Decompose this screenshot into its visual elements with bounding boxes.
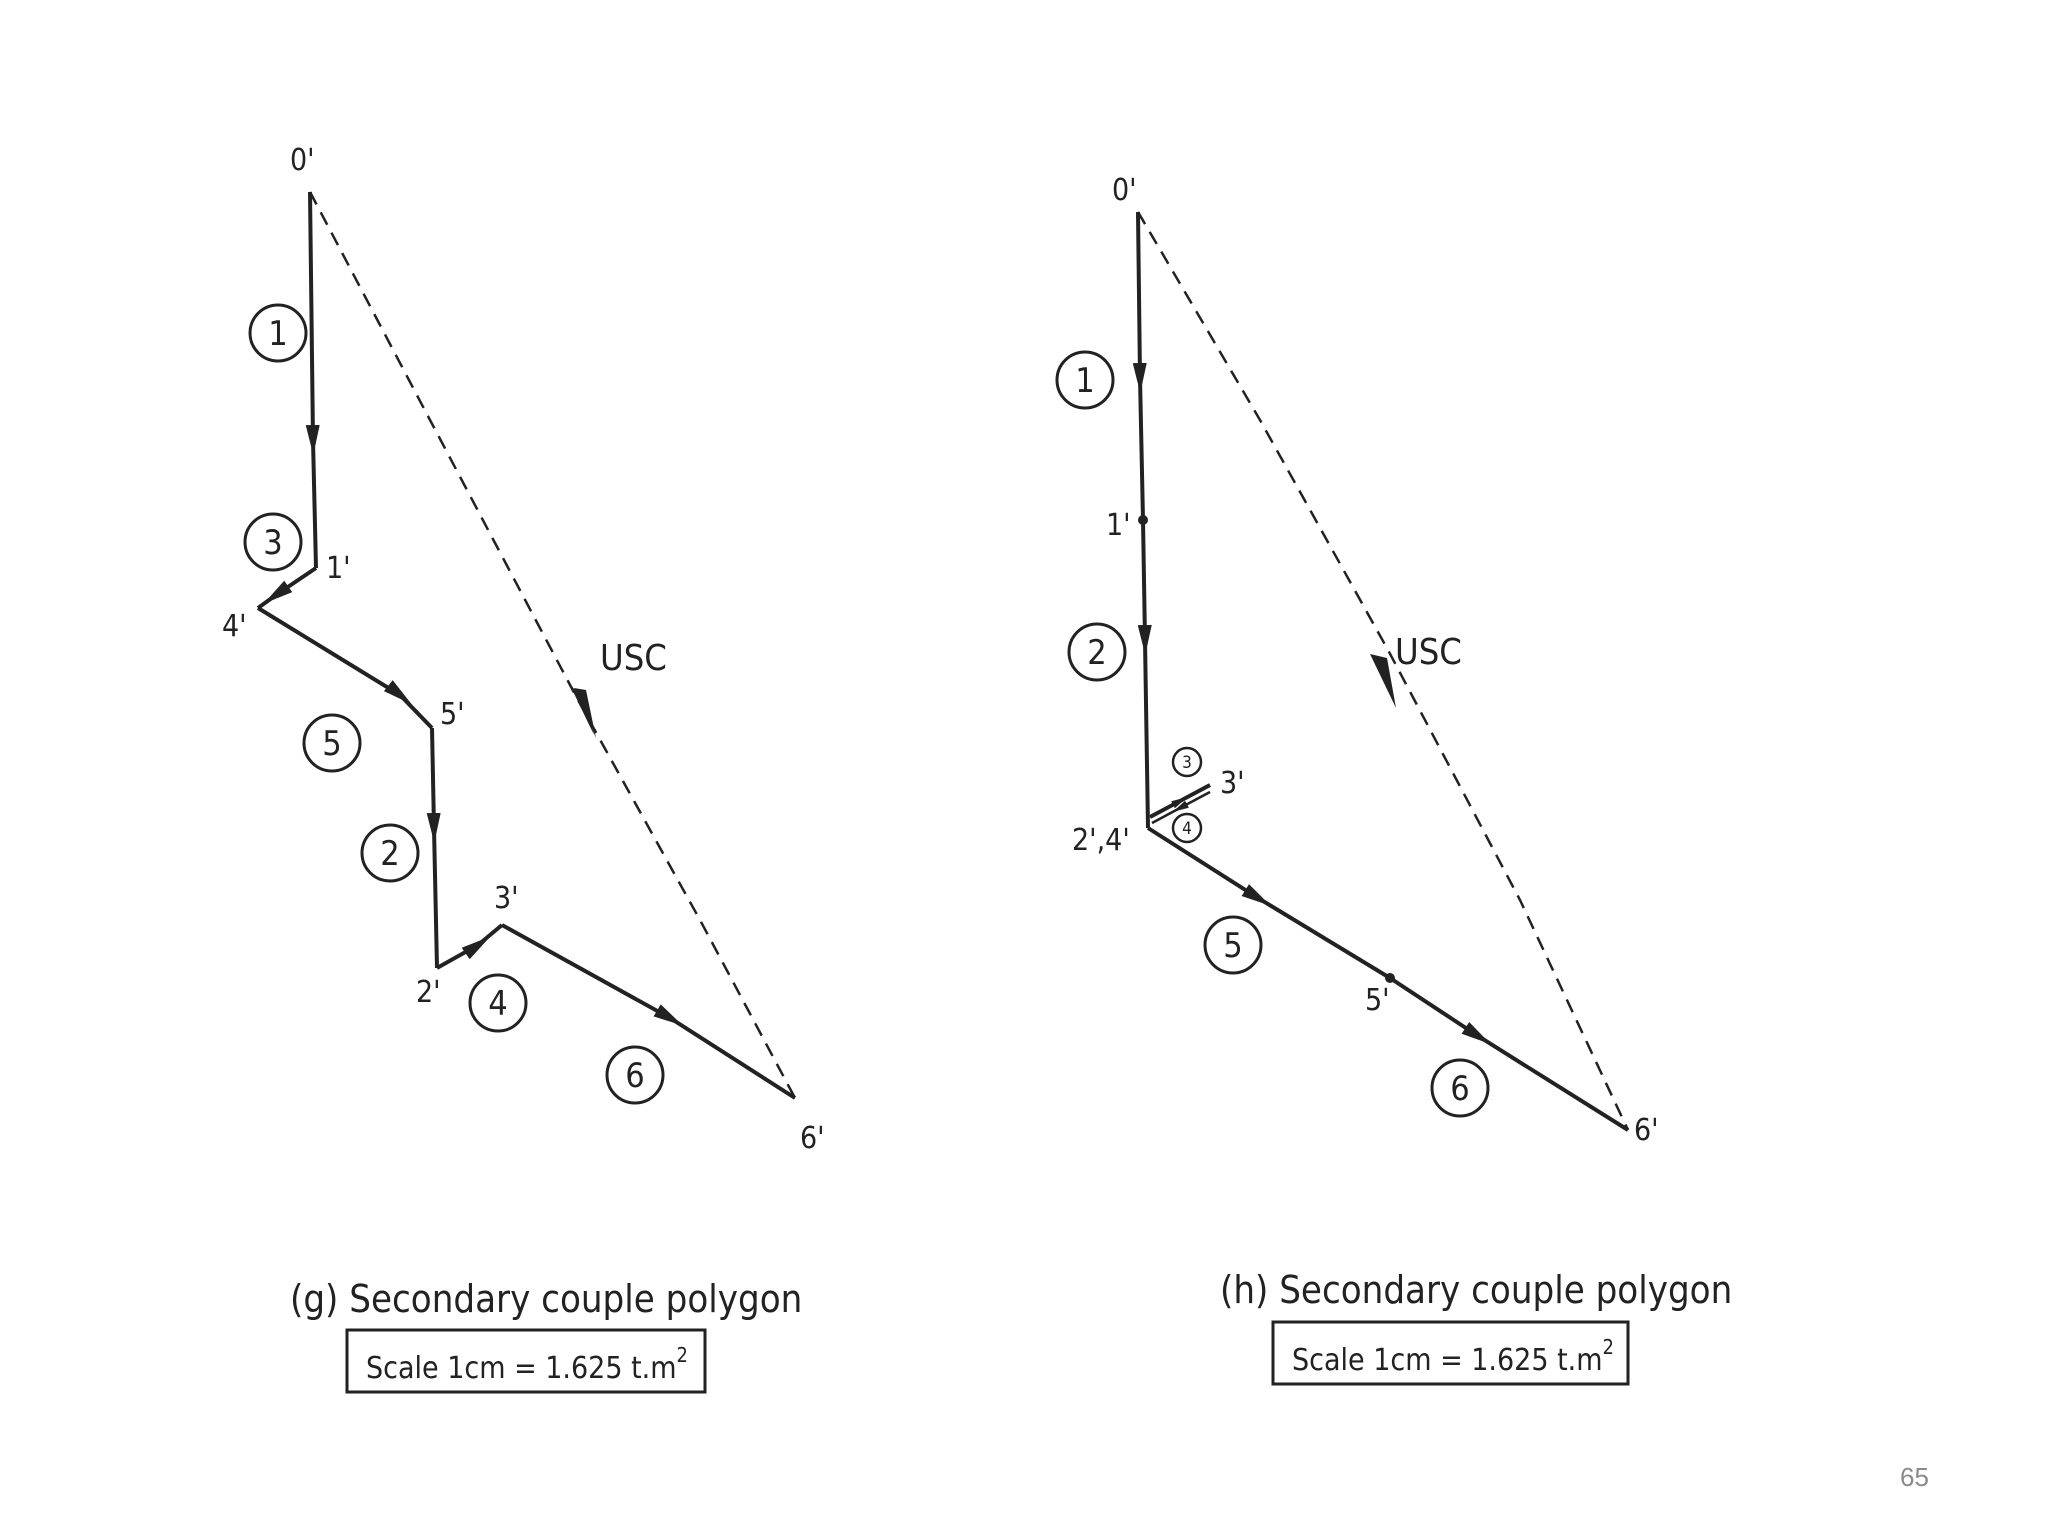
vector-h-3 — [1149, 783, 1211, 819]
point-dot-h-5 — [1385, 973, 1395, 983]
vector-number-g-2: 2 — [360, 823, 420, 883]
scale-box-g — [345, 1328, 707, 1394]
scale-box-h — [1271, 1320, 1630, 1386]
vector-g-1 — [305, 191, 320, 569]
vector-g-5 — [256, 606, 434, 730]
svg-text:4: 4 — [488, 984, 507, 1024]
point-label-h-0: 0' — [1112, 173, 1137, 208]
vector-number-h-4: 4 — [1171, 812, 1203, 844]
scale-text-g: Scale 1cm = 1.625 t.m2 — [366, 1343, 688, 1386]
caption-h: (h) Secondary couple polygon — [1220, 1268, 1732, 1312]
svg-text:2: 2 — [380, 834, 399, 874]
point-label-h-1: 1' — [1106, 508, 1131, 543]
page-number: 65 — [1900, 1462, 1929, 1492]
vector-h-6 — [1388, 976, 1630, 1132]
resultant-label-g: USC — [600, 638, 667, 679]
svg-text:1: 1 — [268, 314, 287, 354]
point-label-h-3: 3' — [1220, 766, 1245, 801]
svg-text:5: 5 — [322, 724, 341, 764]
vector-number-h-6: 6 — [1430, 1058, 1490, 1118]
svg-text:6: 6 — [1450, 1069, 1469, 1109]
caption-g: (g) Secondary couple polygon — [290, 1277, 802, 1321]
point-dot-h-1 — [1138, 515, 1148, 525]
scale-text-h-sup: 2 — [1603, 1335, 1614, 1359]
vector-h-2 — [1137, 519, 1152, 829]
vector-g-4 — [436, 923, 504, 970]
scale-text-g-main: Scale 1cm = 1.625 t.m — [366, 1351, 677, 1386]
svg-text:6: 6 — [625, 1056, 644, 1096]
vector-g-3 — [256, 566, 318, 610]
scale-text-h-main: Scale 1cm = 1.625 t.m — [1292, 1343, 1603, 1378]
point-label-h-6: 6' — [1634, 1113, 1659, 1148]
point-label-g-3: 3' — [494, 881, 519, 916]
resultant-g-arrow — [569, 683, 594, 735]
vector-number-g-6: 6 — [605, 1045, 665, 1105]
scale-text-h: Scale 1cm = 1.625 t.m2 — [1292, 1335, 1614, 1378]
svg-text:3: 3 — [263, 523, 282, 563]
point-label-g-4: 4' — [222, 609, 247, 644]
vector-number-g-5: 5 — [302, 713, 362, 773]
point-label-h-5: 5' — [1365, 983, 1390, 1018]
point-label-g-2: 2' — [416, 975, 441, 1010]
figure-g: 0' 1' 4' 5' 2' 3' 6' USC 1 3 5 2 4 — [222, 143, 825, 1394]
svg-text:4: 4 — [1182, 819, 1192, 839]
vector-g-2 — [426, 727, 441, 969]
vector-h-1 — [1132, 211, 1147, 521]
vector-number-g-1: 1 — [248, 303, 308, 363]
vector-h-4 — [1151, 790, 1211, 825]
vector-number-g-3: 3 — [243, 512, 303, 572]
vector-number-h-1: 1 — [1055, 350, 1115, 410]
vector-number-h-5: 5 — [1203, 915, 1263, 975]
vector-h-5 — [1146, 826, 1392, 980]
resultant-label-h: USC — [1395, 632, 1462, 673]
figure-h: 0' 1' 2',4' 3' 5' 6' USC 1 2 3 4 5 6 — [1055, 173, 1732, 1386]
svg-text:2: 2 — [1087, 633, 1106, 673]
point-label-g-0: 0' — [290, 143, 315, 178]
vector-number-g-4: 4 — [468, 973, 528, 1033]
scale-text-g-sup: 2 — [677, 1343, 688, 1367]
svg-text:3: 3 — [1182, 753, 1192, 773]
vector-g-6 — [501, 923, 797, 1100]
svg-text:5: 5 — [1223, 926, 1242, 966]
vector-number-h-3: 3 — [1171, 746, 1203, 778]
point-label-g-1: 1' — [326, 551, 351, 586]
point-label-g-5: 5' — [440, 697, 465, 732]
resultant-g-usc — [308, 191, 797, 1099]
point-label-h-24: 2',4' — [1072, 823, 1130, 858]
svg-text:1: 1 — [1075, 361, 1094, 401]
vector-number-h-2: 2 — [1067, 622, 1127, 682]
point-label-g-6: 6' — [800, 1121, 825, 1156]
resultant-h-arrowhead — [1370, 654, 1396, 708]
resultant-g-arrowhead — [574, 688, 596, 738]
